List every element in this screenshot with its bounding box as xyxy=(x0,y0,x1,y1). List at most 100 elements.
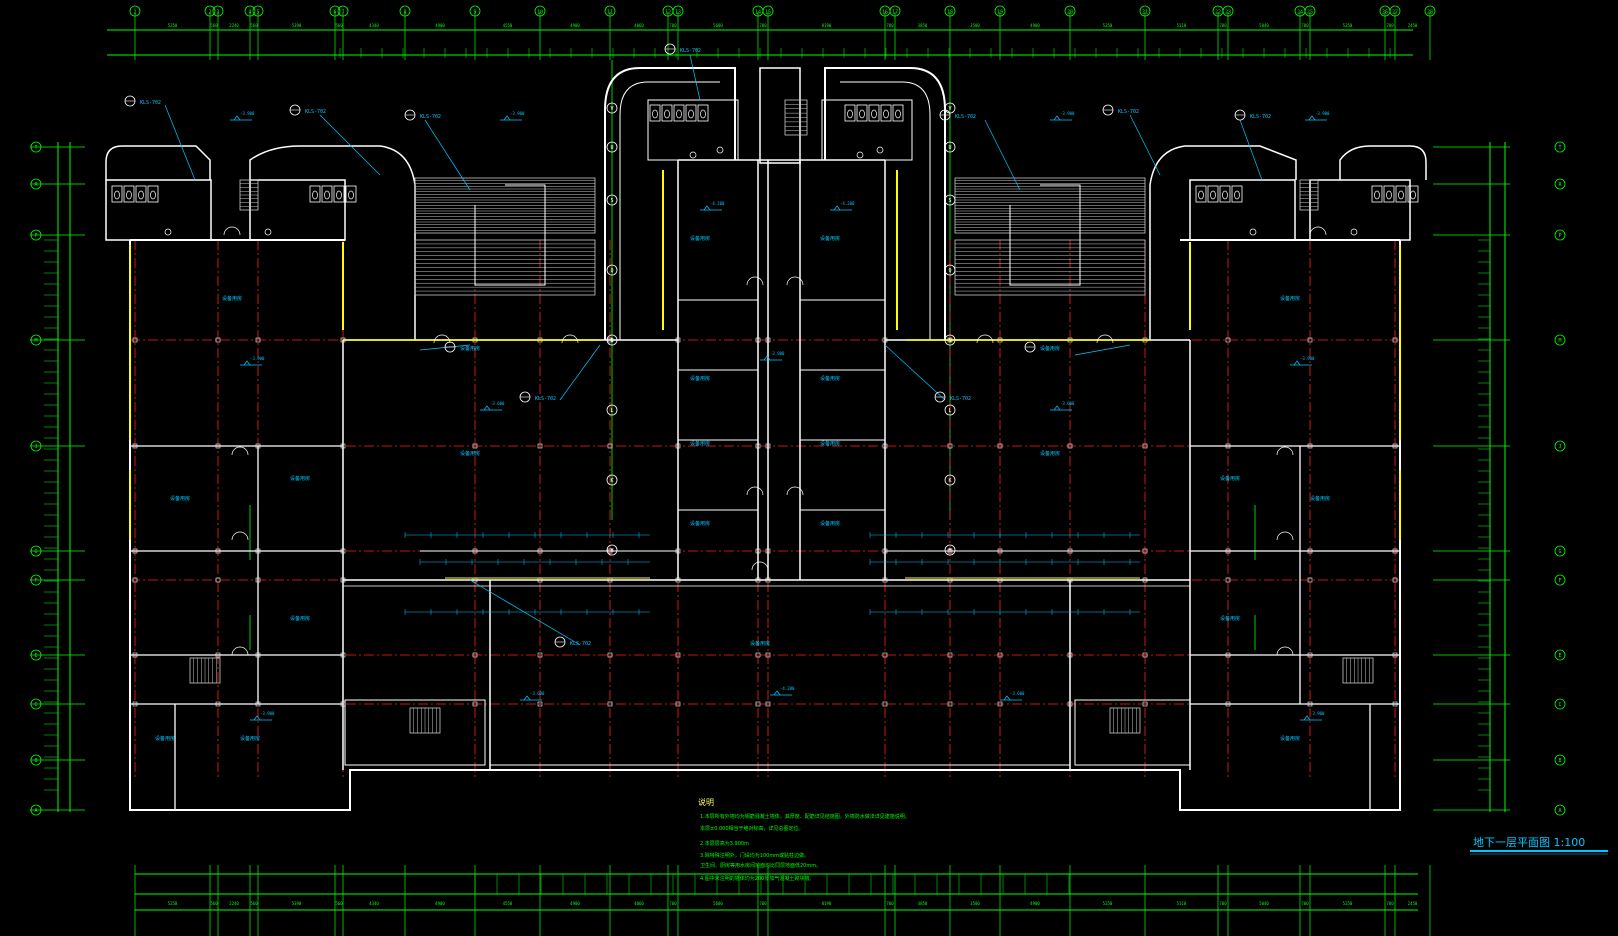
core-axis-label: S xyxy=(610,198,613,204)
side-axis-label: M xyxy=(34,338,37,344)
general-notes: 说明 1.本层所有外墙均为钢筋混凝土墙体，其厚度、配筋详见结施图，外墙防水做法详… xyxy=(698,797,910,882)
door-swing xyxy=(1276,646,1294,656)
top-axis-bubble xyxy=(534,5,546,17)
elevation-mark-tri xyxy=(253,715,261,721)
top-axis-bubble xyxy=(1222,5,1234,17)
column-marker xyxy=(215,548,221,554)
column-marker xyxy=(882,443,888,449)
sink-icon xyxy=(164,228,172,236)
column-marker xyxy=(1142,577,1148,583)
room-label: 设备用房 xyxy=(1220,615,1240,622)
core-axis-label: V xyxy=(610,106,613,112)
toilet-icon xyxy=(1374,190,1380,200)
side-axis-label: M xyxy=(1558,338,1561,344)
side-axis-bubble xyxy=(30,545,42,557)
door-swing xyxy=(751,561,769,571)
column-marker xyxy=(1392,337,1398,343)
column-marker xyxy=(607,548,613,554)
bottom-dim-value: 5390 xyxy=(292,901,302,906)
note-line-3: 2.本层层高为3.900m xyxy=(700,840,749,847)
sink-icon xyxy=(716,146,724,154)
toilet-cubicle xyxy=(1207,185,1219,203)
left-pod-roof xyxy=(105,145,211,180)
side-axis-label: G xyxy=(1558,549,1561,555)
column-marker xyxy=(755,337,761,343)
top-axis-label: 12 xyxy=(665,10,671,16)
bottom-dim-value: 3500 xyxy=(970,901,980,906)
column-marker xyxy=(132,701,138,707)
top-axis-bubble xyxy=(204,5,216,17)
column-marker xyxy=(472,701,478,707)
bottom-dim-value: 700 xyxy=(1386,901,1394,906)
door-swing xyxy=(1276,531,1294,541)
column-marker xyxy=(340,548,346,554)
core-axis-bubble xyxy=(606,474,618,486)
toilet-cubicle xyxy=(1383,185,1395,203)
column-marker xyxy=(1225,337,1231,343)
top-dim-value: 3850 xyxy=(918,23,928,28)
side-axis-label: R xyxy=(1558,182,1562,188)
core-left-arc xyxy=(604,67,736,340)
toilet-cubicle xyxy=(309,185,321,203)
core-right-inner xyxy=(840,81,931,340)
toilet-cubicle xyxy=(333,185,345,203)
sink-icon xyxy=(1350,228,1358,236)
right-pod-a xyxy=(1189,179,1296,241)
callout-text: 设备用房 xyxy=(1040,345,1060,352)
column-marker xyxy=(537,652,543,658)
side-axis-label: C xyxy=(34,702,37,708)
elevation-mark-tri xyxy=(1003,695,1011,701)
top-dim-value: 5250 xyxy=(1343,23,1353,28)
column-marker xyxy=(340,701,346,707)
column-marker xyxy=(1067,548,1073,554)
side-axis-label: E xyxy=(34,653,37,659)
column-marker xyxy=(1225,652,1231,658)
elevation-mark-tri xyxy=(1053,405,1061,411)
toilet-cubicle xyxy=(1219,185,1231,203)
column-marker xyxy=(1142,652,1148,658)
core-axis-bubble xyxy=(944,474,956,486)
right-pod-roof xyxy=(1339,145,1427,180)
elevation-value: -3.600 xyxy=(530,691,545,696)
elevation-value: -3.600 xyxy=(1060,401,1075,406)
side-axis-label: B xyxy=(34,758,37,764)
column-marker xyxy=(340,577,346,583)
side-axis-bubble xyxy=(30,649,42,661)
core-axis-bubble xyxy=(606,404,618,416)
callout-text: KLS-702 xyxy=(955,114,976,120)
toilet-cubicle xyxy=(111,185,123,203)
bottom-dim-value: 700 xyxy=(1219,901,1227,906)
leader-line xyxy=(469,579,581,646)
door-swing xyxy=(746,486,764,496)
column-marker xyxy=(255,577,261,583)
side-axis-bubble xyxy=(1554,229,1566,241)
room-label: 设备用房 xyxy=(290,615,310,622)
note-line-5: 卫生间、厨房等用水房间地面均比同层地面低20mm。 xyxy=(700,862,821,869)
core-axis-bubble xyxy=(944,264,956,276)
door-swing xyxy=(1276,446,1294,456)
toilet-icon xyxy=(883,109,889,119)
core-axis-bubble xyxy=(606,102,618,114)
column-marker xyxy=(765,701,771,707)
column-marker xyxy=(255,443,261,449)
side-axis-bubble xyxy=(1554,141,1566,153)
stair-bracket xyxy=(474,184,546,286)
column-marker xyxy=(215,652,221,658)
top-dim-value: 700 xyxy=(1219,23,1227,28)
column-marker xyxy=(675,652,681,658)
side-axis-label: B xyxy=(1558,758,1561,764)
elevation-mark-tri xyxy=(483,405,491,411)
top-axis-bubble xyxy=(1424,5,1436,17)
elevation-mark-tri xyxy=(503,115,511,121)
core-axis-label: Q xyxy=(948,268,951,274)
room-label: 设备用房 xyxy=(1310,495,1330,502)
elevation-mark-tri xyxy=(243,360,251,366)
top-dim-value: 8190 xyxy=(822,23,832,28)
elevation-mark-tri xyxy=(763,355,771,361)
core-axis-label: H xyxy=(948,548,951,554)
top-dim-value: 700 xyxy=(669,23,677,28)
column-marker xyxy=(1392,577,1398,583)
leader-line xyxy=(1239,119,1263,181)
door-swing xyxy=(231,446,249,456)
